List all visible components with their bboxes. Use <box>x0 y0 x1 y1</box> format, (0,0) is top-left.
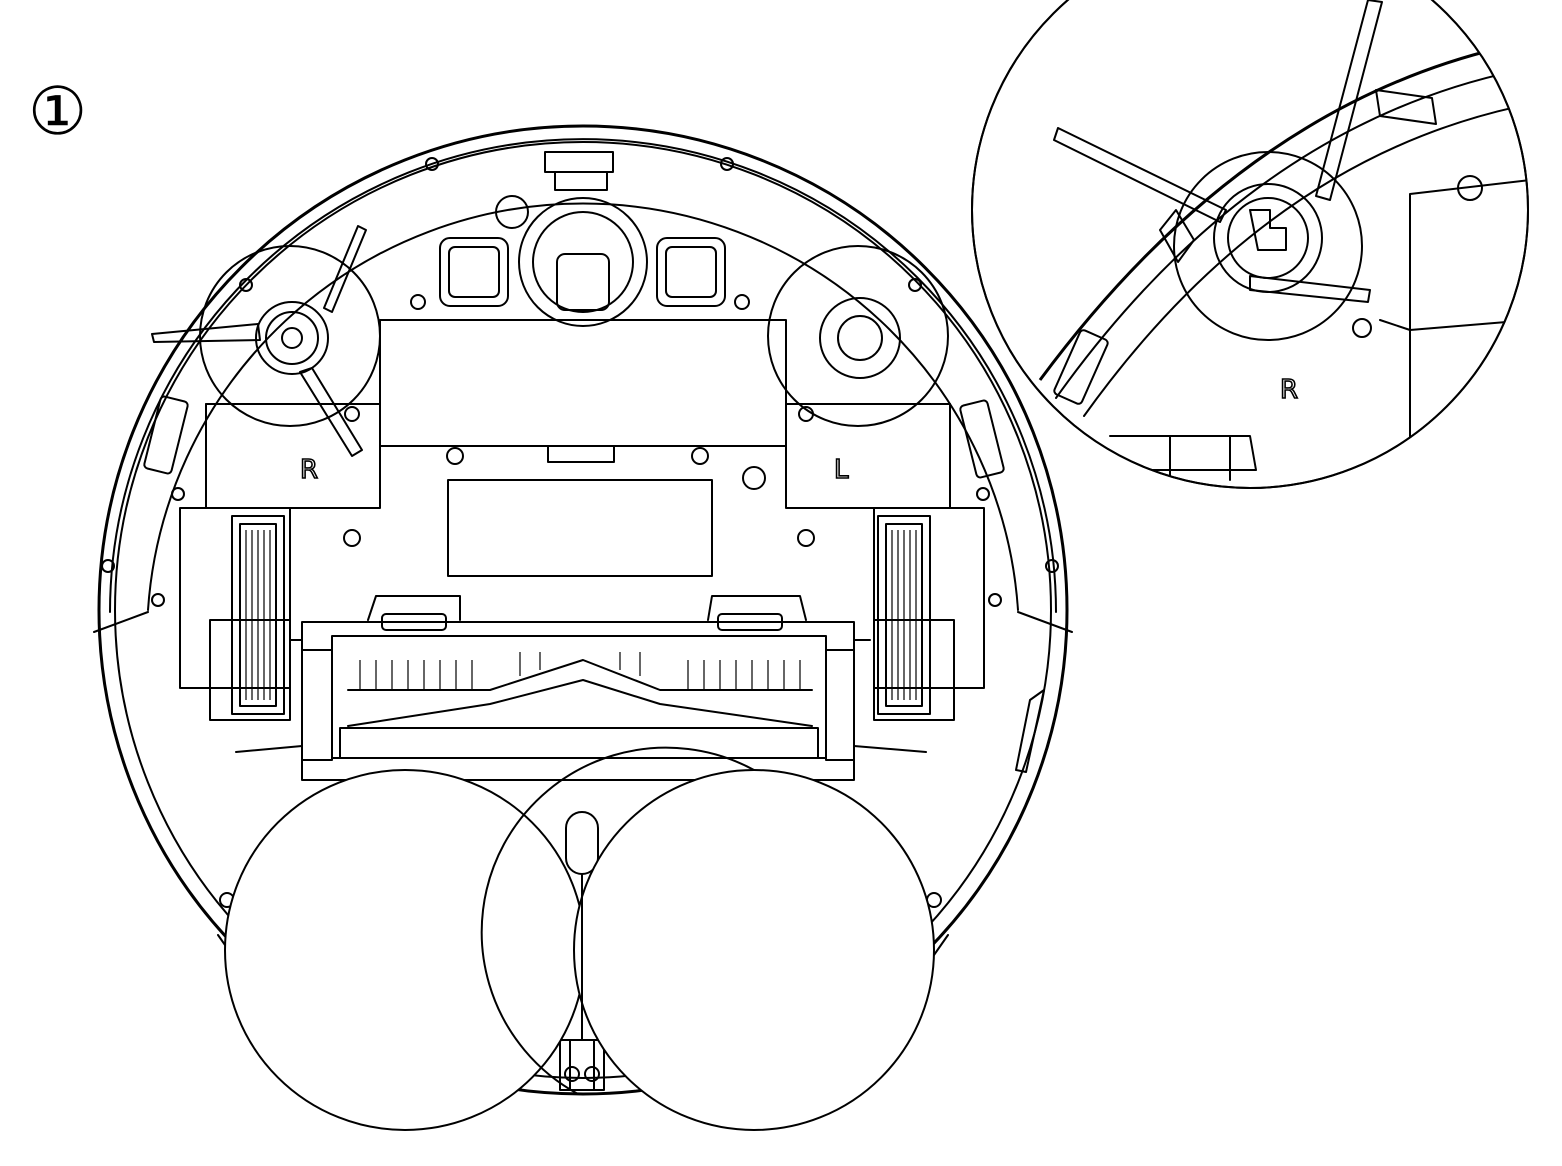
cliff-sensor-left <box>439 237 509 307</box>
brush-clip-right <box>707 595 807 621</box>
step-number: ① <box>28 73 87 150</box>
zoom-arm-3 <box>1249 275 1371 303</box>
drive-wheel-left <box>179 507 291 721</box>
zoom-lower-frame <box>1109 435 1257 471</box>
label-right-side: R <box>300 455 318 485</box>
zoom-detail: R <box>971 0 1529 489</box>
zoom-frame <box>1409 179 1528 331</box>
zoom-hub-outer <box>1213 183 1323 293</box>
side-sensor-left <box>143 395 189 475</box>
robot-underside: R L <box>93 124 1073 1131</box>
lower-frame-left <box>205 403 381 509</box>
brush-bristle-top <box>347 659 813 691</box>
side-brush-recess-l <box>767 245 949 427</box>
robot-outer-shell <box>97 124 1069 1096</box>
label-plate <box>447 479 713 577</box>
upper-frame <box>205 319 951 405</box>
brush-clip-left <box>367 595 461 621</box>
brush-frame <box>301 621 855 781</box>
zoom-clip-tab <box>1159 209 1195 263</box>
zoom-bumper-mid <box>1055 69 1521 399</box>
front-caster-ring <box>532 211 634 313</box>
zoom-label-right: R <box>1280 375 1298 405</box>
zoom-hub-shaft <box>1249 209 1287 251</box>
perimeter-screws <box>101 157 1059 908</box>
zoom-slot <box>1375 89 1437 125</box>
zoom-bumper-outer <box>1038 46 1501 381</box>
brush-roller <box>339 727 819 759</box>
front-caster-wheel <box>556 253 610 311</box>
brush-arm-1 <box>151 323 261 343</box>
lower-frame-right <box>785 403 951 509</box>
bumper-split <box>93 611 1073 633</box>
top-latch-lower <box>554 171 608 191</box>
side-brush-recess-r <box>199 245 381 427</box>
zoom-frame-edge <box>1379 319 1411 451</box>
cliff-sensor-right <box>656 237 726 307</box>
dust-bin-cover <box>379 329 787 447</box>
zoom-arm-2 <box>1315 0 1383 201</box>
top-latch <box>544 151 614 173</box>
label-left-side: L <box>834 455 849 485</box>
bumper-inner-edge <box>147 202 1019 611</box>
cliff-sensor-right-inner <box>665 246 717 298</box>
zoom-bumper-inner <box>1083 103 1528 417</box>
rear-pad-left <box>224 769 586 1131</box>
side-brush-hub-l <box>819 297 901 379</box>
robot-bumper-ring <box>114 141 1052 1079</box>
rear-connector <box>565 811 599 875</box>
zoom-circle <box>971 0 1529 489</box>
rear-pad-right <box>573 769 935 1131</box>
lower-body-edge <box>235 745 927 753</box>
charge-contact-hole <box>495 195 529 229</box>
sensor-hole <box>742 466 766 490</box>
side-slot <box>1015 689 1045 773</box>
pad-overlap-arc <box>480 746 755 1095</box>
side-brush-hub-r <box>255 301 329 375</box>
cliff-sensor-left-inner <box>448 246 500 298</box>
brush-bristles <box>359 652 801 690</box>
zoom-side-sensor <box>1053 329 1109 405</box>
brush-bristle-bottom <box>347 679 813 727</box>
front-caster-housing <box>518 197 648 327</box>
brush-arm-3 <box>299 367 363 457</box>
drive-wheel-right <box>873 507 985 721</box>
zoom-content: R <box>1038 0 1528 481</box>
zoom-circle-border <box>971 0 1529 489</box>
zoom-lower-ribs <box>1169 435 1231 481</box>
main-brush-assembly <box>289 595 871 781</box>
zoom-arm-1 <box>1053 127 1227 223</box>
dust-bin-tab <box>547 445 615 463</box>
bumper-upper-edge <box>109 138 1057 613</box>
zoom-recess <box>1173 151 1363 341</box>
rear-port-sides <box>569 1039 595 1091</box>
side-sensor-right <box>959 399 1005 479</box>
brush-arm-2 <box>323 225 367 313</box>
rear-port <box>559 1039 605 1091</box>
